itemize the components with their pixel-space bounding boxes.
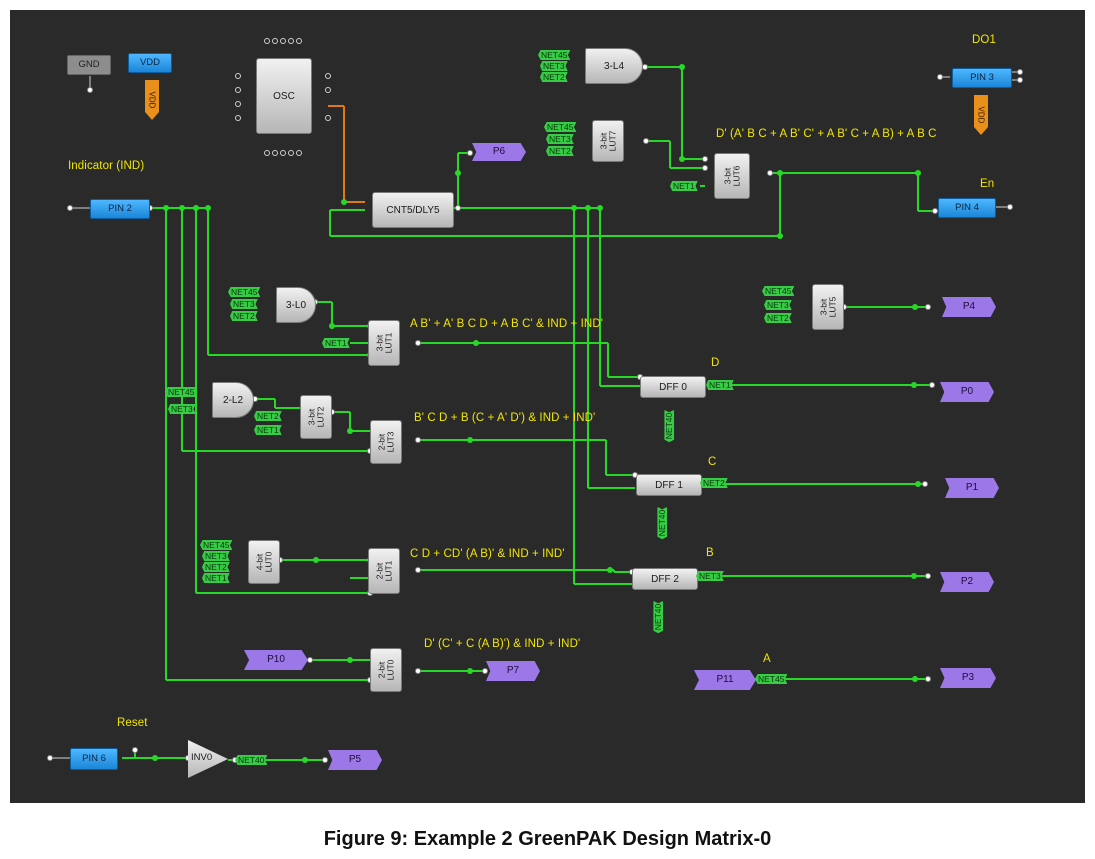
port-p0[interactable]: P0 (940, 382, 994, 402)
net-tag-lut5-net2: NET2 (764, 313, 792, 323)
net-tag-3-l0-net3: NET3 (230, 299, 258, 309)
dff0-block[interactable]: DFF 0 (640, 376, 706, 398)
net-tag-3-l0-net2: NET2 (230, 311, 258, 321)
label-indicator: Indicator (IND) (68, 160, 145, 172)
lut1-2bit-label: 2-bit LUT1 (373, 560, 393, 582)
net-tag-dff0-net1: NET1 (706, 380, 734, 390)
label-en: En (980, 178, 995, 190)
equation-a: D' (C' + C (A B)') & IND + IND' (424, 638, 581, 650)
port-p10[interactable]: P10 (244, 650, 308, 670)
equation-d-out: D' (A' B C + A B' C' + A B' C + A B) + A… (716, 128, 937, 140)
net-tag-lut7-net45: NET45 (544, 122, 577, 132)
cnt5-dly5-block[interactable]: CNT5/DLY5 (372, 192, 454, 228)
net-tag-dff1-net2: NET2 (700, 478, 728, 488)
port-p4[interactable]: P4 (942, 297, 996, 317)
equation-d: A B' + A' B C D + A B C' & IND + IND' (410, 318, 604, 330)
port-p3[interactable]: P3 (940, 668, 996, 688)
lut0-4bit-block[interactable]: 4-bit LUT0 (248, 540, 280, 584)
pin-3[interactable]: PIN 3 (952, 68, 1012, 88)
lut7-block[interactable]: 3-bit LUT7 (592, 120, 624, 162)
net-tag-lut7-net3: NET3 (546, 134, 574, 144)
dff1-block[interactable]: DFF 1 (636, 474, 702, 496)
port-p11[interactable]: P11 (694, 670, 756, 690)
net-tag-lut6-net1: NET1 (670, 181, 698, 191)
pin-6[interactable]: PIN 6 (70, 748, 118, 770)
net-tag-lut5-net45: NET45 (762, 286, 795, 296)
lut1-2bit-block[interactable]: 2-bit LUT1 (368, 548, 400, 594)
net-tag-3-l4-net45: NET45 (538, 50, 571, 60)
net-tag-3-l4-net3: NET3 (540, 61, 568, 71)
net-tag-lut5-net3: NET3 (764, 300, 792, 310)
net-tag-lut0-net2: NET2 (202, 562, 230, 572)
net-tag-lut0-net45: NET45 (200, 540, 233, 550)
net-tag-2-l2-net3: NET3 (168, 404, 196, 414)
gate-3-l4[interactable]: 3-L4 (585, 48, 643, 84)
lut5-block[interactable]: 3-bit LUT5 (812, 284, 844, 330)
state-d-label: D (711, 357, 720, 369)
label-reset: Reset (117, 717, 148, 729)
gnd-pin[interactable]: GND (67, 55, 111, 75)
lut0-4bit-label: 4-bit LUT0 (253, 551, 273, 573)
pin-2[interactable]: PIN 2 (90, 199, 150, 219)
osc-pins (235, 38, 331, 156)
port-p1[interactable]: P1 (945, 478, 999, 498)
lut3-2bit-label: 2-bit LUT3 (375, 431, 395, 453)
osc-block[interactable]: OSC (256, 58, 312, 134)
net-tag-lut7-net2: NET2 (546, 146, 574, 156)
net-tag-dff2-net3: NET3 (696, 571, 724, 581)
net-tag-3-l4-net2: NET2 (540, 72, 568, 82)
net-tag-p11-net45: NET45 (755, 674, 788, 684)
equation-b: C D + CD' (A B)' & IND + IND' (410, 548, 565, 560)
dff2-block[interactable]: DFF 2 (632, 568, 698, 590)
net-tag-lut0-net3: NET3 (202, 551, 230, 561)
lut2-3bit-label: 3-bit LUT2 (305, 406, 325, 428)
net-tag-dff2-net40: NET40 (653, 601, 663, 633)
state-a-label: A (763, 653, 771, 665)
gate-2-l2[interactable]: 2-L2 (212, 382, 254, 418)
port-p6[interactable]: P6 (472, 143, 526, 161)
net-tag-2-l2-net45: NET45 (165, 387, 198, 397)
lut7-label: 3-bit LUT7 (597, 130, 617, 152)
lut5-label: 3-bit LUT5 (817, 296, 837, 318)
pin3-vdd-tag: VDD (974, 95, 988, 135)
inv0-label: INV0 (191, 752, 213, 763)
lut0-2bit-block[interactable]: 2-bit LUT0 (370, 648, 402, 692)
equation-c: B' C D + B (C + A' D') & IND + IND' (414, 412, 596, 424)
pin3-vdd-tag-label: VDD (976, 106, 986, 124)
net-tag-lut0-net1: NET1 (202, 573, 230, 583)
gate-3-l0[interactable]: 3-L0 (276, 287, 316, 323)
net-tag-3-l0-net45: NET45 (228, 287, 261, 297)
net-tag-dff1-net40: NET40 (657, 507, 667, 539)
lut6-label: 3-bit LUT6 (721, 165, 741, 187)
port-p5[interactable]: P5 (328, 750, 382, 770)
net-tag-lut2-net2: NET2 (254, 411, 282, 421)
figure-caption: Figure 9: Example 2 GreenPAK Design Matr… (323, 828, 772, 850)
net-tag-lut2-net1: NET1 (254, 425, 282, 435)
vdd-net-tag: VDD (145, 80, 159, 120)
net-tag-lut1-net1: NET1 (322, 338, 350, 348)
net-tag-inv0-net40: NET40 (235, 755, 268, 765)
pin-4[interactable]: PIN 4 (938, 198, 996, 218)
state-c-label: C (708, 456, 717, 468)
lut3-2bit-block[interactable]: 2-bit LUT3 (370, 420, 402, 464)
vdd-net-tag-label: VDD (147, 91, 157, 109)
label-do1: DO1 (972, 34, 996, 46)
net-tag-dff0-net40: NET40 (664, 410, 674, 442)
design-canvas: GND VDD VDD Indicator (IND) Reset DO1 En… (10, 10, 1085, 803)
port-p2[interactable]: P2 (940, 572, 994, 592)
lut2-3bit-block[interactable]: 3-bit LUT2 (300, 395, 332, 439)
lut0-2bit-label: 2-bit LUT0 (375, 659, 395, 681)
lut6-block[interactable]: 3-bit LUT6 (714, 153, 750, 199)
vdd-pin[interactable]: VDD (128, 53, 172, 73)
lut1-3bit-label: 3-bit LUT1 (373, 332, 393, 354)
state-b-label: B (706, 547, 714, 559)
port-p7[interactable]: P7 (486, 661, 540, 681)
lut1-3bit-block[interactable]: 3-bit LUT1 (368, 320, 400, 366)
